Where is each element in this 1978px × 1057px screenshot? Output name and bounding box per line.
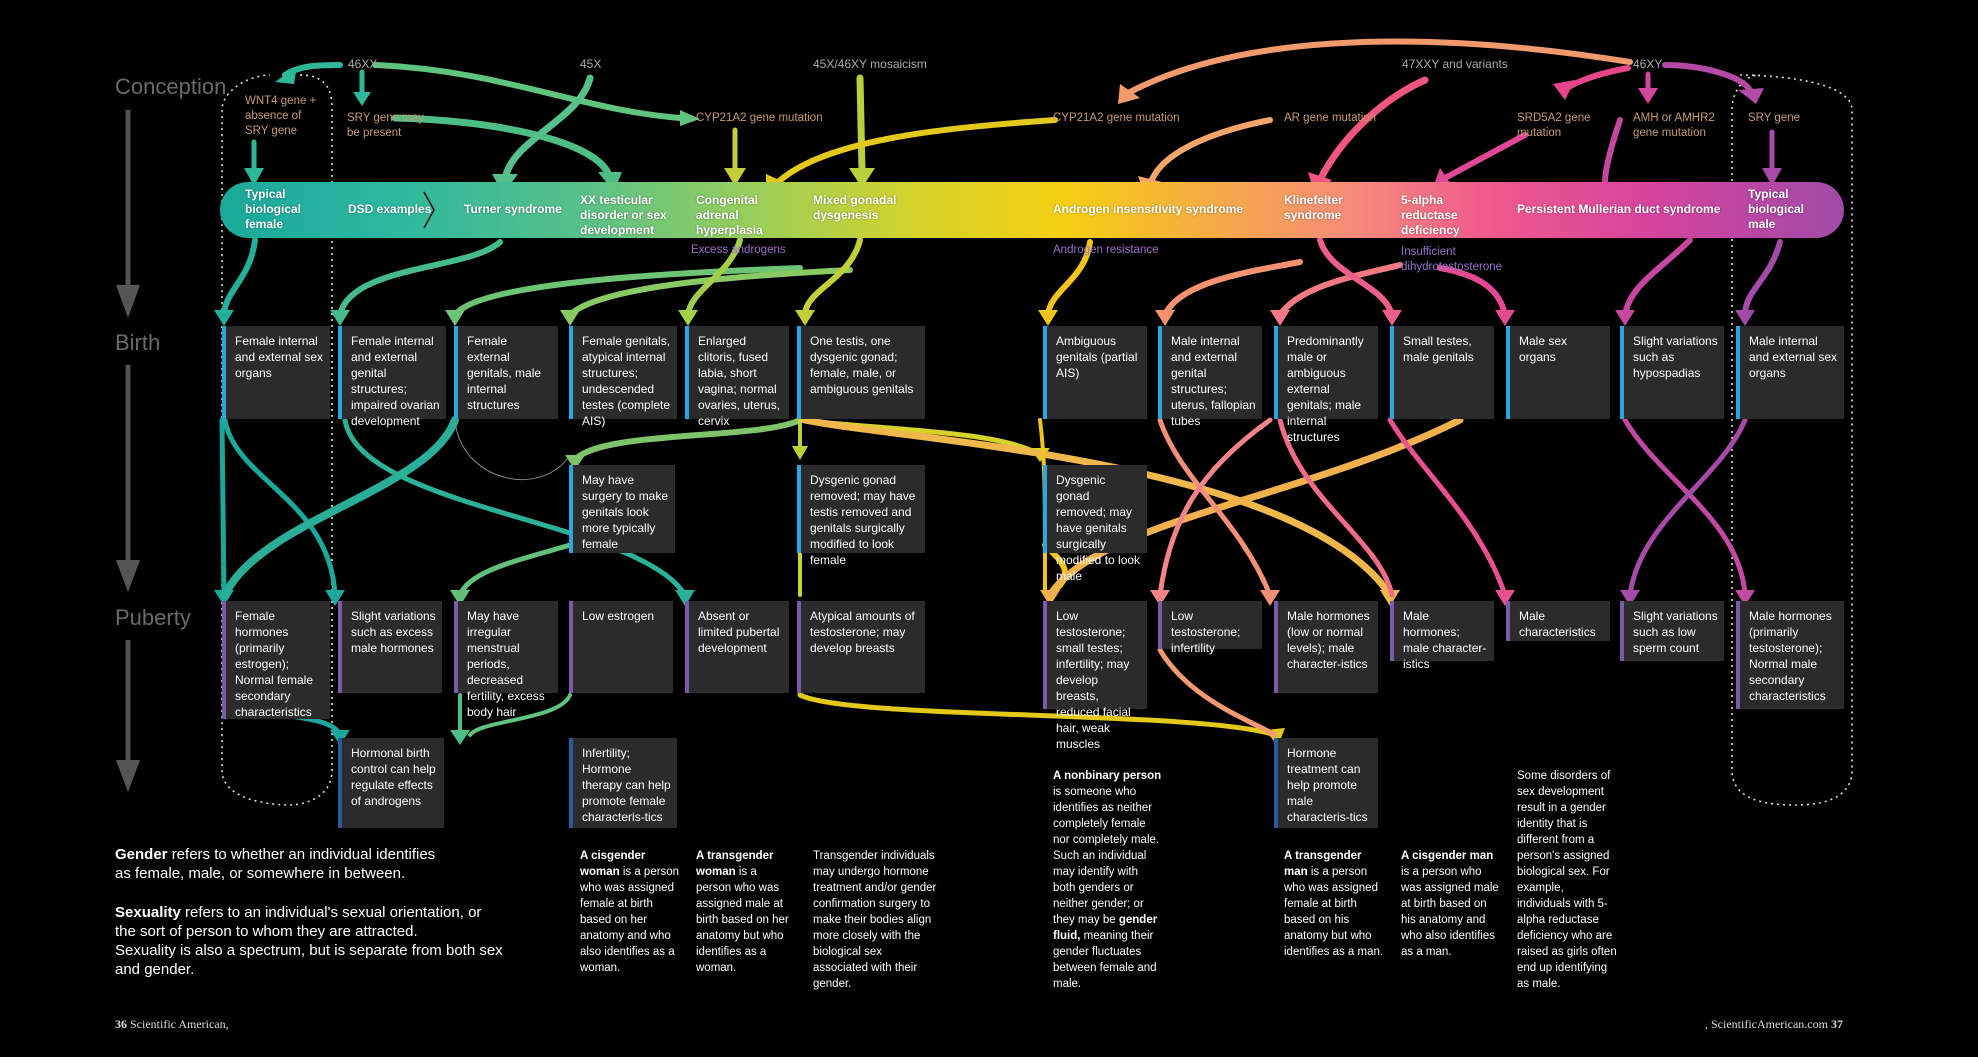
- band-typical-male: Typical biological male: [1748, 187, 1805, 231]
- cause-cyp21a2-second: CYP21A2 gene mutation: [1053, 112, 1180, 124]
- band-5-alpha: 5-alpha reductase deficiency: [1401, 193, 1460, 237]
- cause-wnt4: WNT4 gene + absence of SRY gene: [245, 95, 317, 137]
- birth-box: One testis, one dysgenic gonad; female, …: [797, 326, 925, 419]
- puberty-box: Low testosterone; small testes; infertil…: [1043, 601, 1147, 751]
- sub-excess-androgens: Excess androgens: [691, 244, 786, 256]
- puberty-box: Male hormones (low or normal levels); ma…: [1274, 601, 1378, 693]
- puberty-box: Male hormones (primarily testosterone); …: [1736, 601, 1844, 709]
- cause-sry: SRY gene: [1748, 112, 1801, 124]
- puberty-box: Atypical amounts of testosterone; may de…: [797, 601, 925, 693]
- birth-box: Female internal and external sex organs: [222, 326, 330, 419]
- birth-box: Female genitals, atypical internal struc…: [569, 326, 677, 428]
- band-dsd-examples: DSD examples: [348, 202, 432, 216]
- band-mixed-gonadal: Mixed gonadal dysgenesis: [813, 193, 897, 222]
- puberty-box: Male characteristics: [1506, 601, 1610, 641]
- puberty-box: Female hormones (primarily estrogen); No…: [222, 601, 330, 719]
- birth-box: Small testes, male genitals: [1390, 326, 1494, 419]
- treatment-box: Hormone treatment can help promote male …: [1274, 738, 1378, 828]
- note-gender: Gender refers to whether an individual i…: [115, 846, 436, 882]
- birth-box: Male internal and external sex organs: [1736, 326, 1844, 419]
- definition-transgender-woman: A transgender woman is a person who was …: [696, 850, 789, 974]
- puberty-box: Low estrogen: [569, 601, 673, 693]
- birth-box: Ambiguous genitals (partial AIS): [1043, 326, 1147, 419]
- footer-left: 36 Scientific American,: [115, 1017, 229, 1031]
- stage-label-birth: Birth: [115, 330, 161, 355]
- cause-ar: AR gene mutation: [1284, 112, 1377, 124]
- band-klinefelter: Klinefelter syndrome: [1284, 193, 1343, 222]
- band-ais: Androgen insensitivity syndrome: [1053, 202, 1244, 216]
- band-pmds: Persistent Mullerian duct syndrome: [1517, 202, 1721, 216]
- band-xx-testicular: XX testicular disorder or sex developmen…: [580, 193, 667, 237]
- puberty-box: Absent or limited pubertal development: [685, 601, 789, 693]
- genotype-mosaicism: 45X/46XY mosaicism: [813, 57, 927, 71]
- sub-insufficient-dht: Insufficient dihydrotestosterone: [1401, 246, 1503, 273]
- definition-disorders-note: Some disorders of sex development result…: [1517, 770, 1617, 990]
- male-dotted-loop: [1731, 74, 1853, 806]
- sub-androgen-resistance: Androgen resistance: [1053, 244, 1159, 256]
- birth-box: Male sex organs: [1506, 326, 1610, 419]
- cause-amh: AMH or AMHR2 gene mutation: [1633, 112, 1715, 139]
- definition-cisgender-man: A cisgender man is a person who was assi…: [1401, 850, 1499, 958]
- birth-box: Slight variations such as hypospadias: [1620, 326, 1724, 419]
- intervention-box: Dysgenic gonad removed; may have genital…: [1043, 465, 1147, 583]
- cause-sry-present: SRY gene may be present: [347, 112, 424, 139]
- band-to-birth-arrows: [214, 237, 1783, 326]
- birth-box: Predominantly male or ambiguous external…: [1274, 326, 1378, 444]
- treatment-box: Infertility; Hormone therapy can help pr…: [569, 738, 677, 828]
- note-sexuality: Sexuality refers to an individual's sexu…: [115, 904, 503, 978]
- definition-transgender-man: A transgender man is a person who was as…: [1284, 850, 1384, 958]
- birth-box: Enlarged clitoris, fused labia, short va…: [685, 326, 789, 428]
- puberty-box: Low testosterone; infertility: [1158, 601, 1262, 655]
- stage-label-conception: Conception: [115, 74, 227, 99]
- birth-box: Female internal and external genital str…: [338, 326, 446, 428]
- treatment-box: Hormonal birth control can help regulate…: [338, 738, 444, 828]
- birth-box: Male internal and external genital struc…: [1158, 326, 1262, 428]
- birth-box: Female external genitals, male internal …: [454, 326, 558, 419]
- puberty-box: Slight variations such as low sperm coun…: [1620, 601, 1724, 661]
- female-dotted-loop: [221, 74, 333, 806]
- band-turner-syndrome: Turner syndrome: [464, 202, 562, 216]
- genotype-46xy: 46XY: [1633, 57, 1663, 71]
- birth-to-puberty-arrows: [214, 416, 1755, 606]
- cause-srd5a2: SRD5A2 gene mutation: [1517, 112, 1591, 139]
- intervention-box: Dysgenic gonad removed; may have testis …: [797, 465, 925, 567]
- intervention-box: May have surgery to make genitals look m…: [569, 465, 675, 553]
- footer-right: , ScientificAmerican.com 37: [1705, 1017, 1843, 1031]
- definition-nonbinary: A nonbinary person is someone who identi…: [1053, 770, 1162, 990]
- definition-transgender-individuals: Transgender individuals may undergo horm…: [813, 850, 937, 990]
- timeline-arrows: [116, 110, 140, 792]
- chevron-right-icon: [423, 191, 435, 229]
- band-typical-female: Typical biological female: [245, 187, 302, 231]
- puberty-box: Slight variations such as excess male ho…: [338, 601, 442, 693]
- puberty-box: Male hormones; male character-istics: [1390, 601, 1494, 671]
- genotype-45x: 45X: [580, 57, 602, 71]
- puberty-box: May have irregular menstrual periods, de…: [454, 601, 558, 719]
- definition-cisgender-woman: A cisgender woman is a person who was as…: [580, 850, 680, 974]
- cause-cyp21a2-first: CYP21A2 gene mutation: [696, 112, 823, 124]
- sex-spectrum-band: [220, 182, 1844, 238]
- genotype-46xx: 46XX: [348, 57, 378, 71]
- band-cah: Congenital adrenal hyperplasia: [696, 193, 763, 237]
- stage-label-puberty: Puberty: [115, 605, 191, 630]
- genotype-47xxy: 47XXY and variants: [1402, 57, 1508, 71]
